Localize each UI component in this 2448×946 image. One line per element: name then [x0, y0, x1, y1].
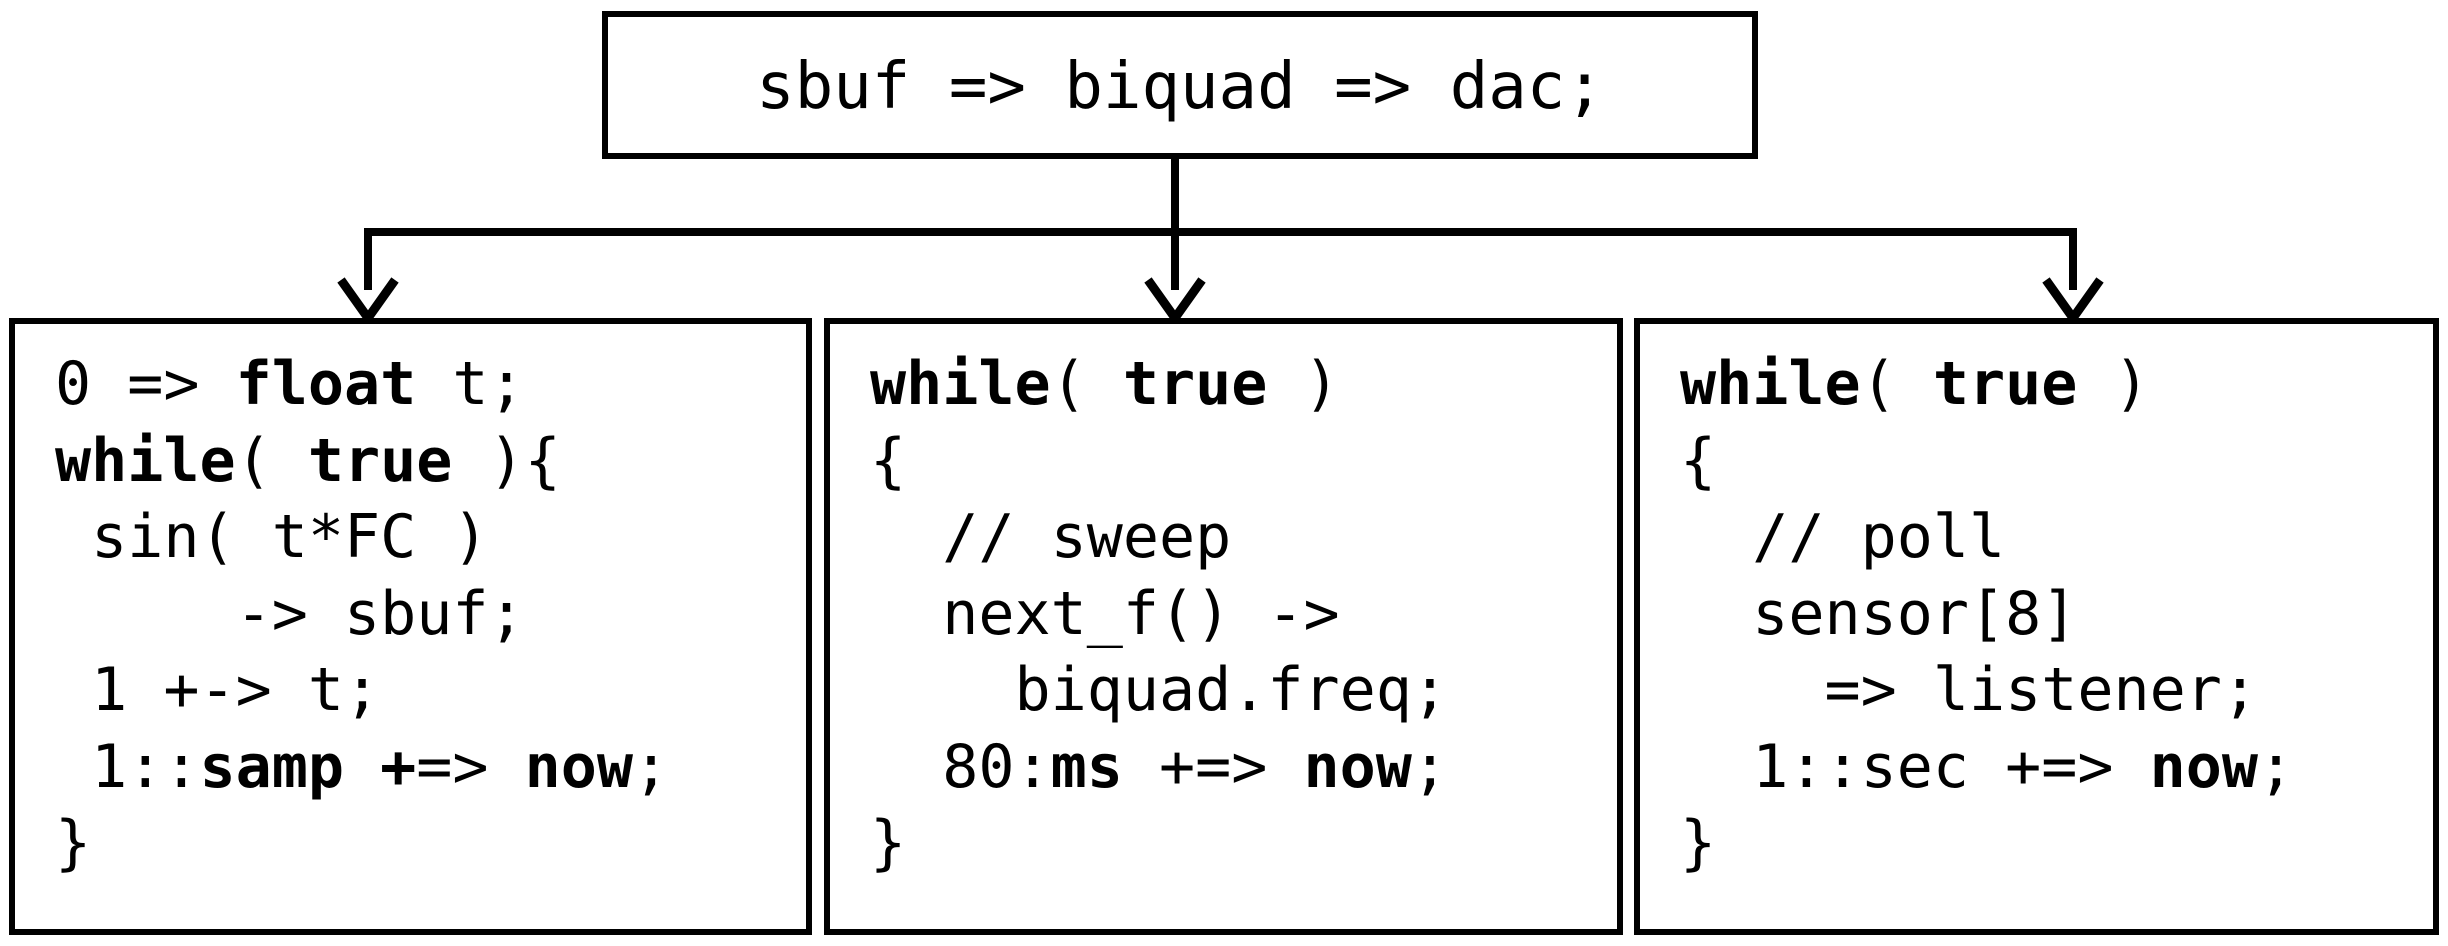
code-text: ) — [1267, 349, 1340, 419]
code-line: { — [1680, 423, 2294, 500]
code-line: while( true ) — [1680, 346, 2294, 423]
code-line: biquad.freq; — [870, 652, 1448, 729]
code-text: ( — [235, 425, 308, 496]
code-line: } — [1680, 805, 2294, 882]
synthesis-shred-box: 0 => float t;while( true ){ sin( t*FC ) … — [9, 318, 812, 935]
code-text: ; — [1411, 731, 1448, 802]
patch-code: sbuf => biquad => dac; — [756, 50, 1604, 124]
code-line: 1::sec +=> now; — [1680, 729, 2294, 806]
code-text: } — [55, 808, 92, 878]
code-keyword: now — [1303, 731, 1412, 802]
code-text: ; — [633, 731, 670, 802]
code-keyword: ms — [1050, 731, 1123, 802]
code-keyword: while — [55, 425, 236, 496]
code-text: => — [416, 731, 525, 802]
code-text: // poll — [1680, 502, 2006, 572]
code-keyword: while — [870, 349, 1051, 419]
code-keyword: samp + — [199, 731, 417, 802]
code-line: 80:ms +=> now; — [870, 729, 1448, 806]
code-line: // poll — [1680, 499, 2294, 576]
code-text: -> sbuf; — [55, 578, 525, 649]
code-text: ) — [2077, 349, 2150, 419]
code-keyword: true — [1122, 349, 1268, 419]
code-text: ){ — [452, 425, 561, 496]
code-line: } — [870, 805, 1448, 882]
sweep-shred-box: while( true ){ // sweep next_f() -> biqu… — [824, 318, 1623, 935]
code-text: biquad.freq; — [870, 655, 1448, 725]
code-keyword: float — [235, 349, 417, 419]
code-text: ( — [1050, 349, 1123, 419]
code-text: 1::sec +=> — [1680, 731, 2150, 802]
code-line: } — [55, 805, 669, 882]
code-keyword: now — [524, 731, 633, 802]
code-keyword: now — [2149, 731, 2258, 802]
code-line: next_f() -> — [870, 576, 1448, 653]
code-line: -> sbuf; — [55, 576, 669, 653]
code-line: => listener; — [1680, 652, 2294, 729]
sweep-shred-code: while( true ){ // sweep next_f() -> biqu… — [870, 346, 1448, 882]
code-line: 1 +-> t; — [55, 652, 669, 729]
code-text: } — [870, 808, 907, 878]
code-text: +=> — [1122, 731, 1304, 802]
synthesis-shred-code: 0 => float t;while( true ){ sin( t*FC ) … — [55, 346, 669, 882]
code-line: while( true ) — [870, 346, 1448, 423]
code-line: while( true ){ — [55, 423, 669, 500]
code-line: sin( t*FC ) — [55, 499, 669, 576]
code-line: { — [870, 423, 1448, 500]
code-text: 1 +-> t; — [55, 655, 381, 725]
code-text: ( — [1860, 349, 1933, 419]
code-text: 0 => — [55, 349, 236, 419]
code-text: t; — [416, 349, 525, 419]
code-line: 0 => float t; — [55, 346, 669, 423]
code-text: next_f() -> — [870, 578, 1340, 649]
code-text: ; — [2257, 731, 2295, 802]
code-text: 80: — [870, 731, 1051, 802]
code-text: { — [870, 425, 907, 496]
code-keyword: true — [307, 425, 453, 496]
sensor-shred-code: while( true ){ // poll sensor[8] => list… — [1680, 346, 2294, 882]
code-text: => listener; — [1680, 655, 2258, 725]
code-line: sensor[8] — [1680, 576, 2294, 653]
code-text: sin( t*FC ) — [55, 502, 489, 572]
code-line: // sweep — [870, 499, 1448, 576]
code-text: 1:: — [55, 731, 200, 802]
code-text: sensor[8] — [1680, 578, 2078, 649]
patch-box: sbuf => biquad => dac; — [602, 11, 1758, 159]
code-line: 1::samp +=> now; — [55, 729, 669, 806]
code-text: { — [1680, 425, 1717, 496]
code-text: } — [1680, 808, 1717, 878]
code-keyword: true — [1932, 349, 2078, 419]
code-text: // sweep — [870, 502, 1232, 572]
code-keyword: while — [1680, 349, 1861, 419]
sensor-shred-box: while( true ){ // poll sensor[8] => list… — [1634, 318, 2439, 935]
